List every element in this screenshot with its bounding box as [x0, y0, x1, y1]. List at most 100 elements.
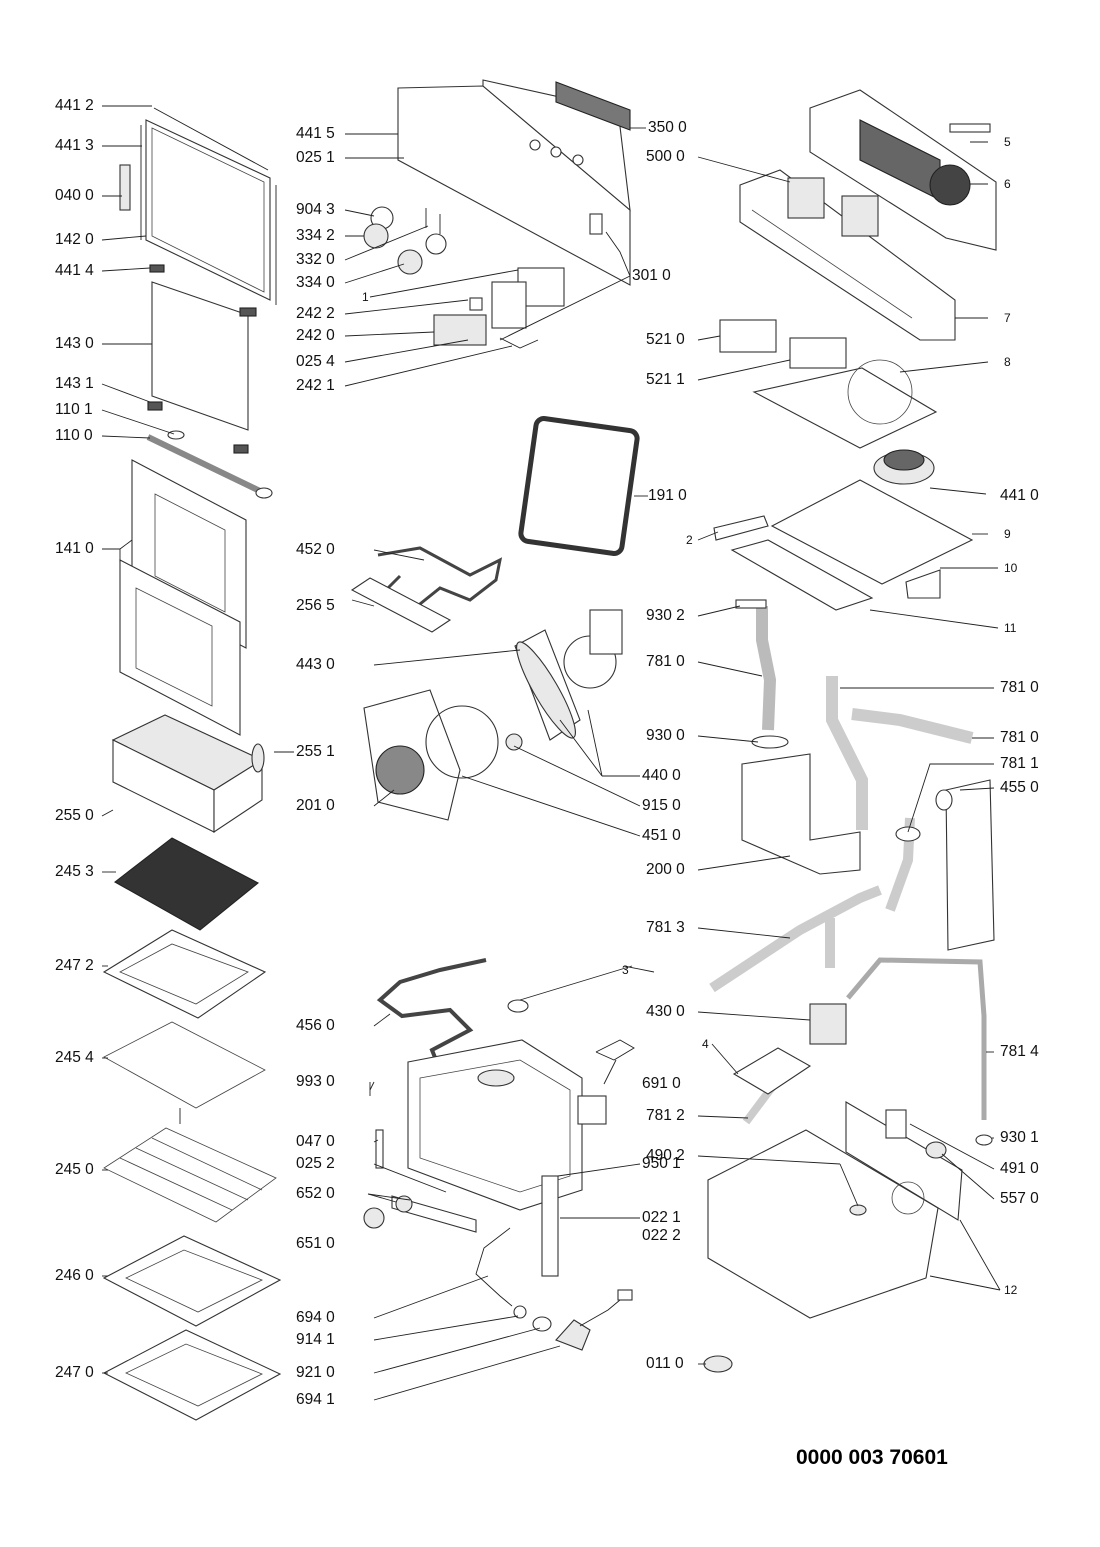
callout-521-1: 521 1: [646, 371, 685, 388]
callout-1: 1: [362, 290, 369, 304]
outer-door-panels-part: [119, 459, 247, 736]
callout-11: 11: [1004, 621, 1017, 635]
callout-201-0: 201 0: [296, 797, 335, 814]
callout-246-0: 246 0: [55, 1267, 94, 1284]
callout-8: 8: [1004, 355, 1011, 369]
hoses-part: [735, 599, 974, 830]
thermostat-probe-part: [475, 1227, 633, 1351]
callout-781-0c: 781 0: [1000, 729, 1039, 746]
callout-930-1: 930 1: [1000, 1129, 1039, 1146]
callout-4: 4: [702, 1037, 709, 1051]
door-frame-part: [119, 107, 277, 305]
callout-025-2: 025 2: [296, 1155, 335, 1172]
callout-930-0: 930 0: [646, 727, 685, 744]
callout-914-1: 914 1: [296, 1331, 335, 1348]
steam-generator-part: [741, 753, 861, 875]
callout-011-0: 011 0: [646, 1355, 684, 1372]
callout-456-0: 456 0: [296, 1017, 335, 1034]
pump-part: [732, 1003, 847, 1095]
callout-993-0: 993 0: [296, 1073, 335, 1090]
oven-gasket-part: [518, 416, 640, 556]
callout-143-0: 143 0: [55, 335, 94, 352]
inner-glass-part: [147, 264, 257, 454]
callout-255-0: 255 0: [55, 807, 94, 824]
callout-141-0: 141 0: [55, 540, 94, 557]
callout-904-3: 904 3: [296, 201, 335, 218]
callout-247-2: 247 2: [55, 957, 94, 974]
valves-part: [885, 1109, 993, 1159]
callout-440-0: 440 0: [642, 767, 681, 784]
callout-921-0: 921 0: [296, 1364, 335, 1381]
callout-242-2: 242 2: [296, 305, 335, 322]
callout-781-2: 781 2: [646, 1107, 685, 1124]
callout-350-0: 350 0: [648, 119, 687, 136]
callout-047-0: 047 0: [296, 1133, 335, 1150]
fan-cover-part: [363, 689, 523, 821]
callout-451-0: 451 0: [642, 827, 681, 844]
callout-441-2: 441 2: [55, 97, 94, 114]
callout-10: 10: [1004, 561, 1018, 575]
callout-332-0: 332 0: [296, 251, 335, 268]
oven-cavity-part: [407, 1039, 607, 1211]
callout-301-0: 301 0: [632, 267, 671, 284]
callout-247-0: 247 0: [55, 1364, 94, 1381]
callout-12: 12: [1004, 1283, 1018, 1297]
callout-441-3: 441 3: [55, 137, 94, 154]
callout-245-4: 245 4: [55, 1049, 94, 1066]
grill-mesh-part: [114, 837, 259, 931]
fan-motor-part: [514, 609, 623, 741]
callout-191-0: 191 0: [648, 487, 687, 504]
callout-430-0: 430 0: [646, 1003, 685, 1020]
callout-455-0: 455 0: [1000, 779, 1039, 796]
callout-6: 6: [1004, 177, 1011, 191]
callout-9: 9: [1004, 527, 1011, 541]
callout-110-0: 110 0: [55, 427, 93, 444]
callout-781-3: 781 3: [646, 919, 685, 936]
callout-025-4: 025 4: [296, 353, 335, 370]
bottom-plate-part: [713, 479, 974, 611]
callout-7: 7: [1004, 311, 1011, 325]
callout-245-0: 245 0: [55, 1161, 94, 1178]
long-hoses-part: [709, 885, 987, 1125]
baking-tray-part-2460: [102, 1235, 282, 1327]
callout-490-2: 490 2: [646, 1147, 685, 1164]
callout-242-1: 242 1: [296, 377, 335, 394]
callout-441-5: 441 5: [296, 125, 335, 142]
callout-255-1: 255 1: [296, 743, 335, 760]
electronics-housing-part: [433, 267, 565, 349]
top-frame-part: [809, 89, 997, 251]
callout-441-4: 441 4: [55, 262, 94, 279]
callout-143-1: 143 1: [55, 375, 94, 392]
callout-2: 2: [686, 533, 693, 547]
control-panel-part: [397, 79, 631, 286]
callout-930-2: 930 2: [646, 607, 685, 624]
callout-557-0: 557 0: [1000, 1190, 1039, 1207]
callout-040-0: 040 0: [55, 187, 94, 204]
callout-142-0: 142 0: [55, 231, 94, 248]
callout-491-0: 491 0: [1000, 1160, 1039, 1177]
callout-694-0: 694 0: [296, 1309, 335, 1326]
callout-781-0a: 781 0: [646, 653, 685, 670]
tray-part-2472: [102, 929, 267, 1019]
callout-694-1: 694 1: [296, 1391, 335, 1408]
callout-452-0: 452 0: [296, 541, 335, 558]
leader-lines: [101, 105, 1001, 1401]
callout-5: 5: [1004, 135, 1011, 149]
rear-frame-part: [739, 169, 956, 341]
rail-and-lamp-parts: [363, 1129, 559, 1277]
callout-441-0: 441 0: [1000, 487, 1039, 504]
callout-781-0b: 781 0: [1000, 679, 1039, 696]
callout-256-5: 256 5: [296, 597, 335, 614]
callout-691-0: 691 0: [642, 1075, 681, 1092]
callout-500-0: 500 0: [646, 148, 685, 165]
knobs-part: [363, 206, 447, 275]
callout-950-1: 950 1: [642, 1155, 681, 1172]
fan-duct-part: [752, 359, 938, 485]
callout-334-0: 334 0: [296, 274, 335, 291]
callout-200-0: 200 0: [646, 861, 685, 878]
callout-443-0: 443 0: [296, 656, 335, 673]
base-frame-part: [703, 1101, 963, 1373]
dripping-pan-part: [111, 714, 265, 834]
